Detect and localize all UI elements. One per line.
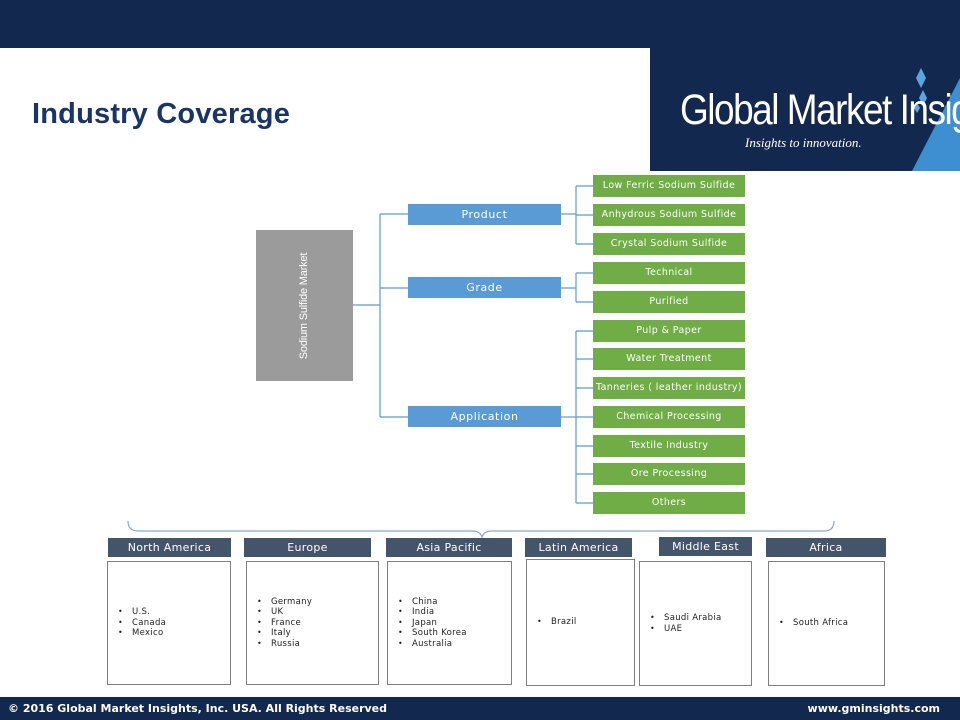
country-item: South Korea xyxy=(398,628,467,639)
region-country-list: China India Japan South Korea Australia xyxy=(388,597,467,650)
country-item: U.S. xyxy=(118,607,166,618)
country-item: Canada xyxy=(118,618,166,629)
country-item: Japan xyxy=(398,618,467,629)
leaf-anhydrous-sodium-sulfide: Anhydrous Sodium Sulfide xyxy=(593,204,745,226)
country-item: UK xyxy=(257,607,312,618)
leaf-textile-industry: Textile Industry xyxy=(593,435,745,457)
region-box-europe: Germany UK France Italy Russia xyxy=(246,561,379,685)
region-header-latin-america: Latin America xyxy=(525,538,632,557)
region-header-north-america: North America xyxy=(108,538,231,557)
leaf-purified: Purified xyxy=(593,291,745,313)
country-item: South Africa xyxy=(779,618,848,629)
logo-tagline: Insights to innovation. xyxy=(745,135,862,150)
leaf-others: Others xyxy=(593,492,745,514)
leaf-crystal-sodium-sulfide: Crystal Sodium Sulfide xyxy=(593,233,745,255)
leaf-ore-processing: Ore Processing xyxy=(593,463,745,485)
region-country-list: U.S. Canada Mexico xyxy=(108,607,166,639)
country-item: India xyxy=(398,607,467,618)
region-country-list: Germany UK France Italy Russia xyxy=(247,597,312,650)
region-box-middle-east: Saudi Arabia UAE xyxy=(639,561,752,686)
region-country-list: Brazil xyxy=(527,617,577,628)
footer-website-link[interactable]: www.gminsights.com xyxy=(807,702,940,715)
country-item: China xyxy=(398,597,467,608)
leaf-chemical-processing: Chemical Processing xyxy=(593,406,745,428)
logo-accent-shape xyxy=(912,68,960,171)
leaf-pulp-paper: Pulp & Paper xyxy=(593,320,745,342)
region-header-middle-east: Middle East xyxy=(659,537,752,556)
country-item: Brazil xyxy=(537,617,577,628)
region-country-list: Saudi Arabia UAE xyxy=(640,613,722,634)
category-grade: Grade xyxy=(408,277,561,298)
category-product: Product xyxy=(408,204,561,225)
country-item: Mexico xyxy=(118,628,166,639)
top-bar xyxy=(0,0,960,48)
root-label: Sodium Sulfide Market xyxy=(298,252,311,359)
leaf-low-ferric-sodium-sulfide: Low Ferric Sodium Sulfide xyxy=(593,175,745,197)
region-box-africa: South Africa xyxy=(768,561,885,686)
country-item: Russia xyxy=(257,639,312,650)
region-header-europe: Europe xyxy=(244,538,371,557)
country-item: Saudi Arabia xyxy=(650,613,722,624)
company-logo: Global Market Insights Insights to innov… xyxy=(650,48,960,171)
leaf-tanneries: Tanneries ( leather industry) xyxy=(593,377,745,399)
region-box-north-america: U.S. Canada Mexico xyxy=(107,561,231,685)
leaf-water-treatment: Water Treatment xyxy=(593,348,745,370)
country-item: Italy xyxy=(257,628,312,639)
leaf-technical: Technical xyxy=(593,262,745,284)
country-item: France xyxy=(257,618,312,629)
regions-brace xyxy=(127,520,835,539)
country-item: Australia xyxy=(398,639,467,650)
region-box-latin-america: Brazil xyxy=(526,559,635,686)
page-title: Industry Coverage xyxy=(32,98,291,130)
root-node: Sodium Sulfide Market xyxy=(256,230,353,381)
country-item: Germany xyxy=(257,597,312,608)
logo-name: Global Market Insights xyxy=(680,86,960,134)
country-item: UAE xyxy=(650,624,722,635)
region-header-asia-pacific: Asia Pacific xyxy=(386,538,512,557)
region-header-africa: Africa xyxy=(766,538,886,557)
region-country-list: South Africa xyxy=(769,618,848,629)
category-application: Application xyxy=(408,406,561,427)
footer-copyright: © 2016 Global Market Insights, Inc. USA.… xyxy=(8,702,388,715)
footer-bar: © 2016 Global Market Insights, Inc. USA.… xyxy=(0,697,960,720)
region-box-asia-pacific: China India Japan South Korea Australia xyxy=(387,561,512,685)
